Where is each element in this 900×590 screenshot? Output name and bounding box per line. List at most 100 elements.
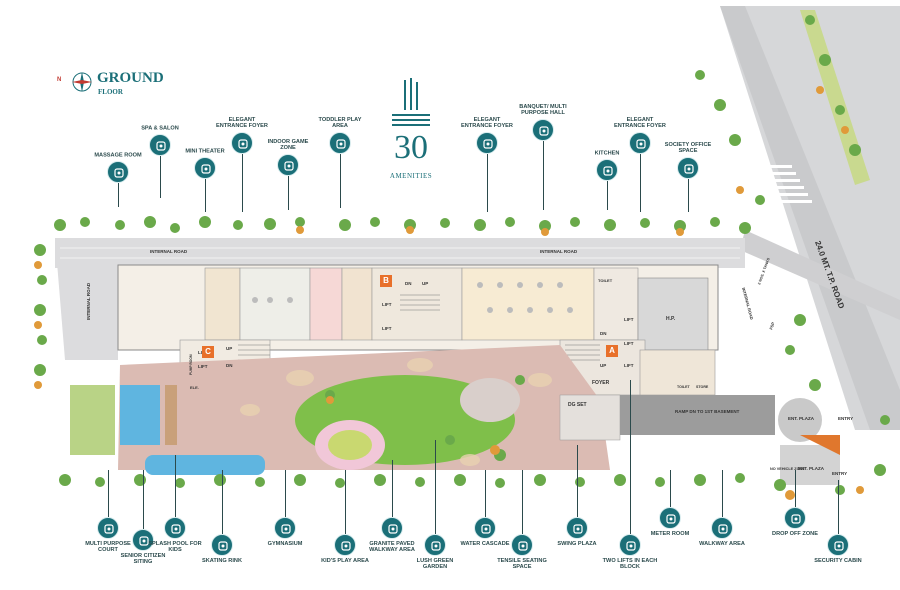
amenity-label: MULTI PURPOSE COURT: [85, 541, 131, 554]
leader-line: [838, 480, 839, 534]
leader-line: [242, 154, 243, 212]
leader-line: [175, 455, 176, 517]
water-icon: [474, 517, 496, 539]
amenity-label: INDOOR GAME ZONE: [267, 139, 309, 152]
logo-number: 30: [394, 129, 428, 166]
pump-room-label: PUMP ROOM: [189, 354, 193, 375]
banquet-icon: [532, 119, 554, 141]
swing-icon: [566, 517, 588, 539]
leader-line: [688, 179, 689, 212]
amenity-label: WALKWAY AREA: [699, 541, 745, 547]
ent-plaza-label: ENT. PLAZA: [798, 466, 825, 471]
leader-line: [288, 176, 289, 210]
pool-icon: [164, 517, 186, 539]
internal-road-label: INTERNAL ROAD: [540, 249, 578, 254]
compass-north-letter: N: [57, 77, 62, 83]
amenity-label: KITCHEN: [594, 150, 620, 157]
gym-icon: [274, 517, 296, 539]
amenity-label: TENSILE SEATING SPACE: [497, 558, 547, 571]
walk-icon: [711, 517, 733, 539]
outdoor-facilities: [70, 385, 840, 485]
leader-line: [340, 154, 341, 208]
ele-label: ELE.: [190, 385, 199, 390]
dn-label: DN: [600, 331, 607, 336]
dg-set-label: DG SET: [568, 402, 587, 408]
leader-line: [345, 470, 346, 534]
court-icon: [97, 517, 119, 539]
leader-line: [108, 470, 109, 517]
tent-icon: [511, 534, 533, 556]
trees: [34, 15, 890, 500]
leader-line: [670, 470, 671, 507]
internal-roads: [55, 238, 745, 360]
internal-road-label: INTERNAL ROAD: [741, 287, 754, 320]
fsp-label: FSP: [768, 321, 775, 330]
amenity-label: SPLASH POOL FOR KIDS: [148, 541, 202, 554]
amenity-label: WATER CASCADE: [460, 541, 510, 547]
amenity-label: ELEGANT ENTRANCE FOYER: [216, 117, 268, 130]
kids-icon: [334, 534, 356, 556]
toilet-label: TOILET: [598, 278, 613, 283]
amenity-label: ELEGANT ENTRANCE FOYER: [461, 117, 513, 130]
building-footprint: [117, 264, 719, 451]
meter-icon: [659, 507, 681, 529]
leader-line: [795, 470, 796, 507]
floor-title-main: GROUND: [97, 70, 164, 86]
office-icon: [677, 157, 699, 179]
entry-label: ENTRY: [832, 471, 847, 476]
leader-line: [640, 154, 641, 212]
amenity-label: METER ROOM: [650, 531, 690, 537]
leader-line: [222, 470, 223, 534]
main-road: [690, 6, 900, 430]
sofa-icon: [629, 132, 651, 154]
toddler-icon: [329, 132, 351, 154]
lotus-icon: [149, 134, 171, 156]
internal-road-label: INTERNAL ROAD: [150, 249, 188, 254]
leader-line: [543, 141, 544, 210]
lift-label: LIFT: [624, 317, 634, 322]
block-c-tag: C: [202, 346, 214, 358]
chess-icon: [277, 154, 299, 176]
amenity-label: SECURITY CABIN: [814, 558, 862, 564]
ent-plaza-label: ENT. PLAZA: [788, 416, 815, 421]
amenity-label: SOCIETY OFFICE SPACE: [664, 142, 712, 155]
amenity-label: GYMNASIUM: [267, 541, 303, 547]
lift-label: LIFT: [624, 363, 634, 368]
lift-icon: [619, 534, 641, 556]
floor-title: N GROUND FLOOR: [55, 68, 165, 98]
leader-line: [522, 470, 523, 534]
courtyard: [118, 345, 610, 470]
lift-label: LIFT: [382, 302, 392, 307]
leader-line: [392, 460, 393, 517]
no-vehicle-label: NO VEHICLE ZONE: [770, 467, 805, 471]
massage-icon: [107, 161, 129, 183]
amenity-label: DROP OFF ZONE: [772, 531, 818, 537]
bench-icon: [132, 529, 154, 551]
walkway-icon: [381, 517, 403, 539]
amenity-label: SWING PLAZA: [557, 541, 597, 547]
amenity-label: SKATING RINK: [202, 558, 242, 564]
compass-icon: [71, 71, 93, 93]
up-label: UP: [226, 346, 232, 351]
amenity-label: LUSH GREEN GARDEN: [416, 558, 454, 571]
leader-line: [577, 445, 578, 517]
lift-label: LIFT: [198, 364, 208, 369]
floor-title-sub: FLOOR: [98, 88, 123, 96]
up-label: UP: [600, 363, 606, 368]
leader-line: [285, 470, 286, 517]
amenity-label: BANQUET/ MULTI PURPOSE HALL: [519, 104, 567, 117]
ramp-label: RAMP DN TO 1ST BASEMENT: [675, 409, 740, 414]
dn-label: DN: [405, 281, 412, 286]
leader-line: [143, 470, 144, 529]
internal-road-label: INTERNAL ROAD: [86, 282, 91, 320]
leader-line: [630, 380, 631, 534]
leader-line: [435, 440, 436, 534]
leader-line: [722, 470, 723, 517]
leader-line: [485, 470, 486, 517]
amenity-label: KID'S PLAY AREA: [321, 558, 369, 564]
leader-line: [487, 154, 488, 212]
hp-label: H.P.: [666, 316, 676, 322]
logo-bars-icon: [392, 78, 430, 126]
logo-caption: AMENITIES: [389, 172, 433, 180]
